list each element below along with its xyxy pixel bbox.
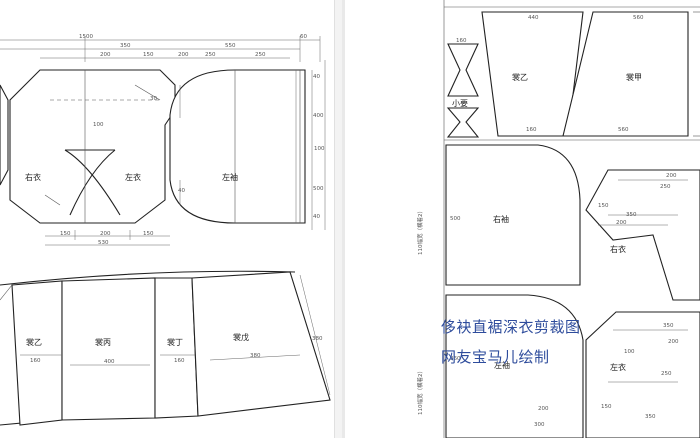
dim-top-250b: 250 — [255, 52, 266, 58]
label-left-sleeve: 左袖 — [222, 172, 238, 182]
dim-sleeve-500: 500 — [450, 216, 461, 222]
dim-skirt-380b: 380 — [312, 336, 323, 342]
dim-top-550: 550 — [225, 43, 236, 49]
label-right-skirt-yi: 裳乙 — [512, 72, 528, 82]
label-left-garment: 左衣 — [125, 172, 141, 182]
dim-side-40b: 40 — [313, 214, 320, 220]
dim-top-60: 60 — [300, 34, 307, 40]
dim-side-500: 500 — [313, 186, 324, 192]
dim-center-100: 100 — [93, 122, 104, 128]
dim-lg-100: 100 — [624, 349, 635, 355]
pattern-piece-skirt-wu — [191, 271, 331, 417]
dim-lg-350: 350 — [663, 323, 674, 329]
fabric-width-notes: 110幅宽（横着2） 110幅宽（横着2） — [416, 208, 424, 415]
pattern-piece-left-edge — [0, 84, 9, 186]
dim-top-200: 200 — [100, 52, 111, 58]
dim-skirt-jia-560b: 560 — [618, 127, 629, 133]
left-pattern-panel: 1500 350 550 60 200 150 200 250 250 40 1… — [0, 0, 334, 438]
dim-center-30: 30 — [150, 96, 157, 102]
dim-lg-300: 300 — [534, 422, 545, 428]
dim-top-350: 350 — [120, 43, 131, 49]
left-pattern-drawing: 1500 350 550 60 200 150 200 250 250 40 1… — [0, 34, 331, 426]
dim-lg-200b: 200 — [538, 406, 549, 412]
label-skirt-bing: 裳丙 — [95, 337, 111, 347]
pattern-piece-gusset-bottom — [446, 107, 480, 138]
pattern-piece-right-left-sleeve — [445, 294, 584, 438]
label-right-garment: 右衣 — [610, 244, 626, 254]
dim-top-200b: 200 — [178, 52, 189, 58]
fabric-width-note-bottom: 110幅宽（横着2） — [416, 368, 424, 415]
dim-side-40: 40 — [313, 74, 320, 80]
dim-skirt-380a: 380 — [250, 353, 261, 359]
dim-top-150: 150 — [143, 52, 154, 58]
dim-sleeve-360: 360 — [450, 356, 461, 362]
label-skirt-yi: 裳乙 — [26, 337, 42, 347]
gap-area — [345, 0, 438, 438]
dim-skirt-yi-440: 440 — [528, 15, 539, 21]
label-left-sleeve-right: 左袖 — [494, 360, 510, 370]
pattern-piece-skirt-ding — [154, 277, 199, 419]
dim-center-40: 40 — [178, 188, 185, 194]
dim-skirt-jia-560: 560 — [633, 15, 644, 21]
dim-lg-350b: 350 — [645, 414, 656, 420]
label-right-garment: 右衣 — [25, 172, 41, 182]
dim-skirt-160b: 160 — [174, 358, 185, 364]
pattern-piece-right-skirt-jia — [562, 11, 689, 137]
pattern-piece-right-left-garment — [585, 311, 700, 438]
dim-rg-200: 200 — [666, 173, 677, 179]
overlay-author: 网友宝马儿绘制 — [441, 348, 550, 366]
pane-divider — [334, 0, 343, 438]
label-skirt-ding: 裳丁 — [167, 337, 183, 347]
right-pattern-drawing: 160 小要 裳乙 440 160 裳甲 560 560 右袖 500 200 … — [443, 0, 700, 438]
dim-skirt-yi-160: 160 — [526, 127, 537, 133]
dim-rg-250: 250 — [660, 184, 671, 190]
label-left-garment-right: 左衣 — [610, 362, 626, 372]
dim-bottom-200: 200 — [100, 231, 111, 237]
dim-bottom-150a: 150 — [60, 231, 71, 237]
pattern-piece-right-sleeve — [445, 144, 581, 286]
label-right-sleeve: 右袖 — [493, 214, 509, 224]
pattern-piece-skirt-bing — [61, 277, 156, 421]
label-skirt-wu: 裳戊 — [233, 332, 249, 342]
fabric-width-note-top: 110幅宽（横着2） — [416, 208, 424, 255]
dim-rg-350: 350 — [626, 212, 637, 218]
dim-top-250a: 250 — [205, 52, 216, 58]
label-right-skirt-jia: 裳甲 — [626, 72, 642, 82]
dim-lg-150: 150 — [601, 404, 612, 410]
dim-bottom-150b: 150 — [143, 231, 154, 237]
dim-bottom-530: 530 — [98, 240, 109, 246]
pattern-piece-right-garment — [585, 169, 700, 301]
pattern-piece-left-sleeve — [169, 69, 306, 224]
dim-gusset-160: 160 — [456, 38, 467, 44]
label-small-waist: 小要 — [452, 99, 468, 108]
pattern-piece-skirt-yi — [11, 280, 63, 426]
pane-divider-inner — [342, 0, 345, 438]
dim-rg-200b: 200 — [616, 220, 627, 226]
dim-top-1500: 1500 — [79, 34, 93, 40]
pattern-piece-body — [9, 69, 176, 224]
right-pattern-panel: 160 小要 裳乙 440 160 裳甲 560 560 右袖 500 200 … — [438, 0, 700, 438]
pattern-piece-gusset-top — [447, 43, 479, 97]
dim-lg-200: 200 — [668, 339, 679, 345]
dim-rg-150: 150 — [598, 203, 609, 209]
dim-lg-250: 250 — [661, 371, 672, 377]
dim-skirt-160a: 160 — [30, 358, 41, 364]
dim-side-400: 400 — [313, 113, 324, 119]
dim-skirt-400: 400 — [104, 359, 115, 365]
dim-side-100: 100 — [314, 146, 325, 152]
overlay-title: 侈袂直裾深衣剪裁图 — [441, 318, 581, 336]
